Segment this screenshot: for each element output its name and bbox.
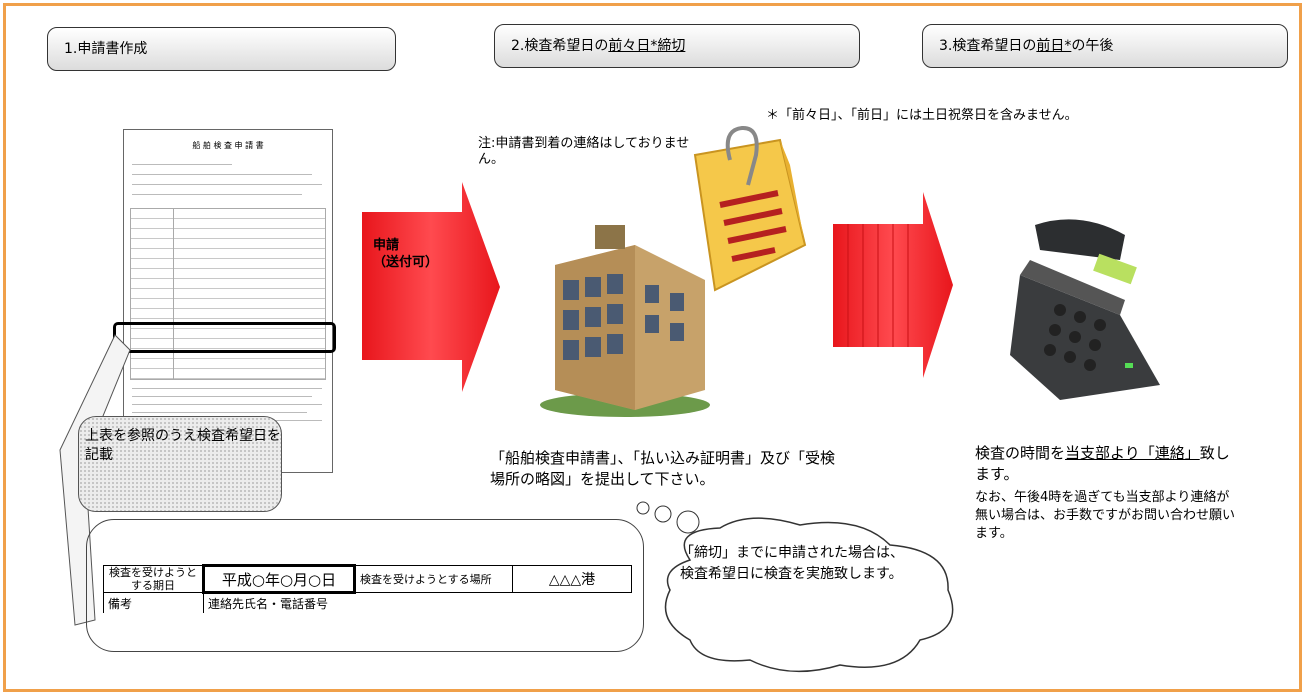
telephone-icon [1010, 219, 1160, 400]
contact-main-text: 検査の時間を当支部より「連絡」致します。 [975, 443, 1235, 485]
form-excerpt-table: 検査を受けようとする期日 平成○年○月○日 検査を受けようとする場所 △△△港 … [103, 564, 632, 613]
page-frame [3, 3, 1302, 692]
step-3-day: 前日* [1036, 38, 1072, 54]
callout-text: 上表を参照のうえ検査希望日を記載 [85, 428, 281, 463]
contact-prefix: 検査の時間を [975, 444, 1066, 462]
form-label-date: 検査を受けようとする期日 [103, 565, 204, 593]
step-1-label: 1.申請書作成 [64, 41, 148, 57]
form-value-place: △△△港 [512, 565, 632, 593]
contact-arrow [833, 192, 953, 378]
contact-suffix: 致します。 [975, 444, 1230, 483]
form-excerpt-frame [86, 519, 644, 652]
step-3-label: 3.検査希望日の [939, 38, 1037, 54]
contact-followup: なお、午後4時を過ぎても当支部より連絡が無い場合は、お手数ですがお問い合わせ願い… [975, 490, 1236, 541]
contact-underlined: 当支部より「連絡」 [1065, 444, 1200, 462]
submit-arrow-label: 申請 （送付可） [373, 238, 439, 270]
office-building-icon [540, 225, 710, 417]
callout-box: 上表を参照のうえ検査希望日を記載 [78, 416, 282, 512]
highlight-box [113, 322, 336, 353]
form-label-contact: 連絡先氏名・電話番号 [203, 592, 632, 613]
callout-connector [59, 334, 131, 626]
step-3-suffix: の午後 [1071, 38, 1114, 54]
form-label-place: 検査を受けようとする場所 [354, 565, 513, 593]
document-clip-icon [693, 126, 807, 292]
step-2-label: 2.検査希望日の [511, 38, 609, 54]
submit-instruction: 「船舶検査申請書」、「払い込み証明書」及び「受検場所の略図」を提出して下さい。 [490, 449, 836, 488]
form-value-date: 平成○年○月○日 [202, 564, 356, 594]
step-1-header: 1.申請書作成 [47, 27, 396, 71]
doc-title: 船 舶 検 査 申 請 書 [192, 141, 264, 150]
step-3-header: 3.検査希望日の前日*の午後 [922, 24, 1288, 68]
footnote: ＊「前々日」、「前日」には土日祝祭日を含みません。 [766, 108, 1078, 123]
cloud-text: 「締切」までに申請された場合は、検査希望日に検査を実施致します。 [680, 545, 904, 582]
cloud-bubble [636, 501, 954, 673]
step-2-header: 2.検査希望日の前々日*締切 [494, 24, 860, 68]
form-label-remarks: 備考 [103, 592, 204, 613]
step-2-deadline: 前々日*締切 [608, 38, 686, 54]
notice-text: 注:申請書到着の連絡はしておりません。 [478, 136, 690, 167]
submit-arrow [362, 182, 500, 392]
